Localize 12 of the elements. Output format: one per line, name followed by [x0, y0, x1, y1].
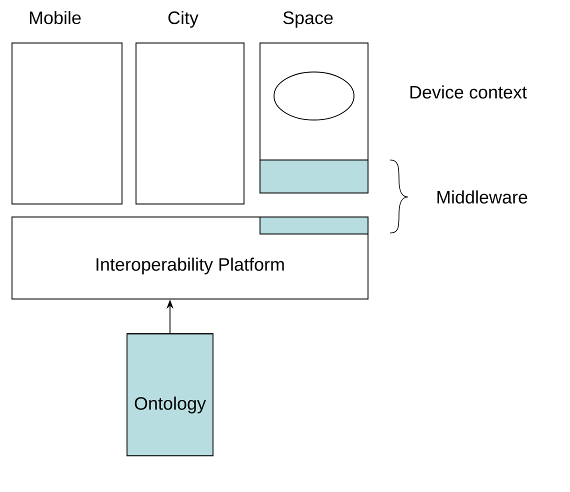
node-label: Mobile: [30, 10, 81, 24]
column-box: City: [136, 10, 244, 204]
middleware-band: [260, 160, 368, 194]
database-cylinder: Ontology: [126, 333, 214, 456]
platform-box: Interoperability Platform: [12, 216, 368, 300]
node-label: Space: [283, 11, 333, 28]
ellipse: [274, 72, 354, 120]
column-box: Mobile: [12, 10, 122, 204]
label-text: Middleware: [437, 190, 528, 204]
node-label: City: [168, 10, 198, 28]
label-text: Device context: [410, 85, 527, 99]
middleware-band: [260, 216, 368, 234]
